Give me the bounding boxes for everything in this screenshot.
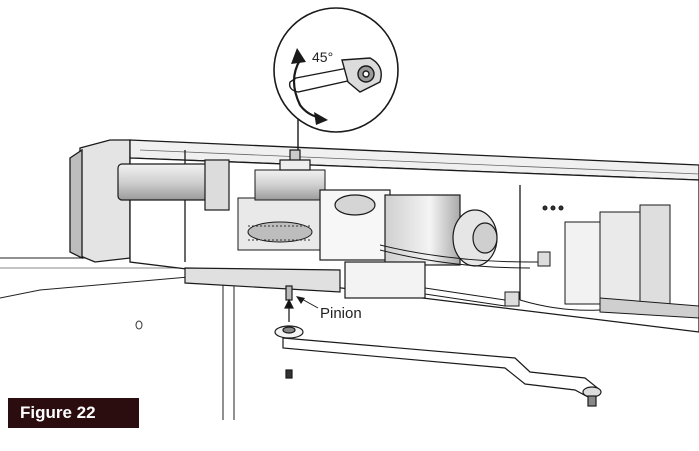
wiring [379,244,601,311]
door-arm [274,325,602,407]
figure-label: Figure 22 [8,398,139,428]
wrench-icon [288,57,382,93]
control-board [542,204,699,319]
pinion-shaft [284,285,294,322]
pinion-label: Pinion [320,305,362,322]
curved-double-arrow-icon [291,48,328,125]
mounting-plate [184,149,341,293]
pinion-callout: Pinion [296,296,362,322]
wrench-callout: 45° [273,7,399,150]
mounting-hole [135,320,143,330]
rotation-angle-label: 45° [312,49,333,65]
motor-assembly [319,189,498,299]
gear-train [237,169,334,251]
closer-cylinder [117,159,230,211]
